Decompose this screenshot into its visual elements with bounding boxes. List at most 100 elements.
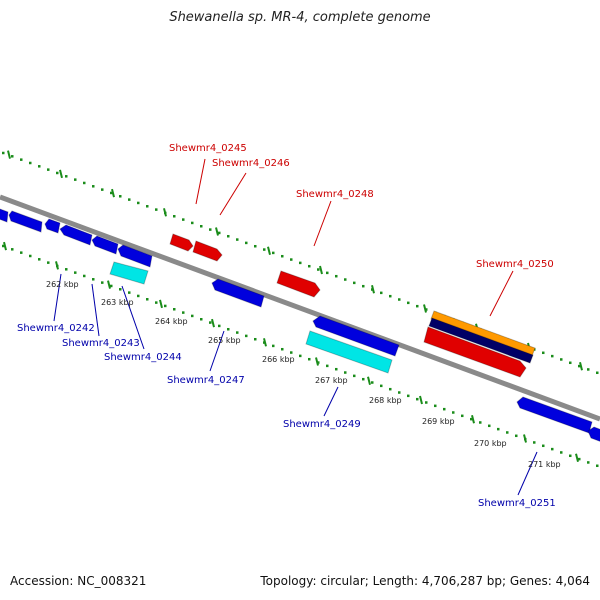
gc-dot xyxy=(434,404,437,408)
gene-bar-cyan[interactable] xyxy=(305,330,393,374)
gc-dot xyxy=(335,367,338,371)
gc-dot xyxy=(191,314,194,318)
gc-dot xyxy=(245,241,248,245)
gc-dot xyxy=(542,444,545,448)
gc-dot xyxy=(227,234,230,238)
gc-dot xyxy=(65,268,68,271)
gc-dot xyxy=(245,334,248,338)
gc-dot xyxy=(506,431,509,434)
kbp-tick xyxy=(163,208,167,217)
kbp-tick xyxy=(55,261,59,270)
kbp-tick xyxy=(107,280,111,289)
kbp-tick xyxy=(579,361,583,371)
gene-label-forward[interactable]: Shewmr4_0245 xyxy=(169,143,247,154)
gc-dot xyxy=(533,441,536,444)
gene-arrow-forward[interactable] xyxy=(169,233,194,252)
gc-dot xyxy=(47,261,50,264)
gc-dot xyxy=(479,421,482,424)
gc-dot xyxy=(146,298,149,301)
gene-label-reverse[interactable]: Shewmr4_0242 xyxy=(17,323,95,334)
gc-dot xyxy=(83,181,86,185)
gc-dot xyxy=(56,171,59,175)
gc-dot xyxy=(335,274,338,278)
callout-line xyxy=(195,158,206,205)
gene-arrow-reverse[interactable] xyxy=(312,315,400,357)
gene-label-reverse[interactable]: Shewmr4_0249 xyxy=(283,419,361,430)
gc-dot xyxy=(299,261,302,265)
gene-bar-cyan[interactable] xyxy=(109,261,149,285)
gc-dot xyxy=(362,284,365,288)
gc-dot xyxy=(155,208,158,211)
gene-arrow-reverse[interactable] xyxy=(59,224,93,246)
gc-dot xyxy=(326,364,329,368)
gene-arrow-reverse[interactable] xyxy=(211,278,265,308)
accession-text: Accession: NC_008321 xyxy=(10,574,147,588)
kbp-tick-label: 262 kbp xyxy=(46,280,79,289)
gc-dot xyxy=(416,397,419,401)
gene-arrow-reverse[interactable] xyxy=(516,396,593,434)
kbp-tick xyxy=(419,395,423,405)
gc-dot xyxy=(110,191,113,195)
gene-bar-navy[interactable] xyxy=(428,317,534,364)
gene-label-reverse[interactable]: Shewmr4_0243 xyxy=(62,338,140,349)
gc-dot xyxy=(425,401,428,404)
gene-label-reverse[interactable]: Shewmr4_0251 xyxy=(478,498,556,509)
gc-dot xyxy=(119,288,122,291)
gene-arrow-forward[interactable] xyxy=(192,240,223,262)
gc-dot xyxy=(173,308,176,311)
gc-dot xyxy=(101,188,104,191)
gene-label-forward[interactable]: Shewmr4_0246 xyxy=(212,158,290,169)
gene-arrow-reverse[interactable] xyxy=(91,235,119,255)
gc-dot xyxy=(128,291,131,294)
gc-dot xyxy=(74,271,77,274)
gc-dot xyxy=(353,374,356,378)
gene-label-forward[interactable]: Shewmr4_0250 xyxy=(476,259,554,270)
gc-dot xyxy=(47,168,50,171)
gc-dot xyxy=(2,244,5,248)
gc-dot xyxy=(443,407,446,411)
gc-dot xyxy=(461,414,464,418)
gene-arrow-reverse[interactable] xyxy=(0,206,9,223)
gene-arrow-reverse[interactable] xyxy=(587,426,600,444)
kbp-tick-label: 268 kbp xyxy=(369,396,402,405)
gc-dot xyxy=(191,221,194,225)
gene-label-reverse[interactable]: Shewmr4_0247 xyxy=(167,375,245,386)
gc-dot xyxy=(389,387,392,391)
callout-line xyxy=(313,200,332,247)
gc-dot xyxy=(587,368,590,371)
gc-dot xyxy=(38,165,41,168)
callout-line xyxy=(323,386,339,417)
callout-line xyxy=(121,285,145,350)
gc-dot xyxy=(2,151,5,155)
gene-arrow-forward[interactable] xyxy=(423,326,527,378)
kbp-tick xyxy=(159,299,163,309)
gc-dot xyxy=(182,311,185,314)
gc-dot xyxy=(515,434,518,438)
gc-dot xyxy=(209,321,212,324)
gc-dot xyxy=(92,278,95,281)
gc-dot xyxy=(587,461,590,464)
topology-text: Topology: circular; Length: 4,706,287 bp… xyxy=(260,574,590,588)
gc-dot xyxy=(272,344,275,348)
gc-dot xyxy=(470,417,473,421)
callout-line xyxy=(209,330,225,372)
kbp-tick xyxy=(59,169,63,179)
kbp-tick xyxy=(575,453,579,462)
gc-dot xyxy=(218,324,221,328)
gc-dot xyxy=(200,318,203,321)
gc-dot xyxy=(236,238,239,241)
gc-dot xyxy=(596,464,599,468)
gc-dot xyxy=(200,225,203,228)
gene-arrow-reverse[interactable] xyxy=(117,244,153,268)
gene-label-reverse[interactable]: Shewmr4_0244 xyxy=(104,352,182,363)
gene-arrow-forward[interactable] xyxy=(276,270,321,298)
kbp-tick xyxy=(7,150,11,159)
gc-dot xyxy=(560,451,563,454)
gene-arrow-reverse[interactable] xyxy=(8,210,43,233)
gene-arrow-reverse[interactable] xyxy=(44,218,61,234)
gene-label-forward[interactable]: Shewmr4_0248 xyxy=(296,189,374,200)
gc-dot xyxy=(92,185,95,188)
kbp-tick xyxy=(471,415,475,424)
